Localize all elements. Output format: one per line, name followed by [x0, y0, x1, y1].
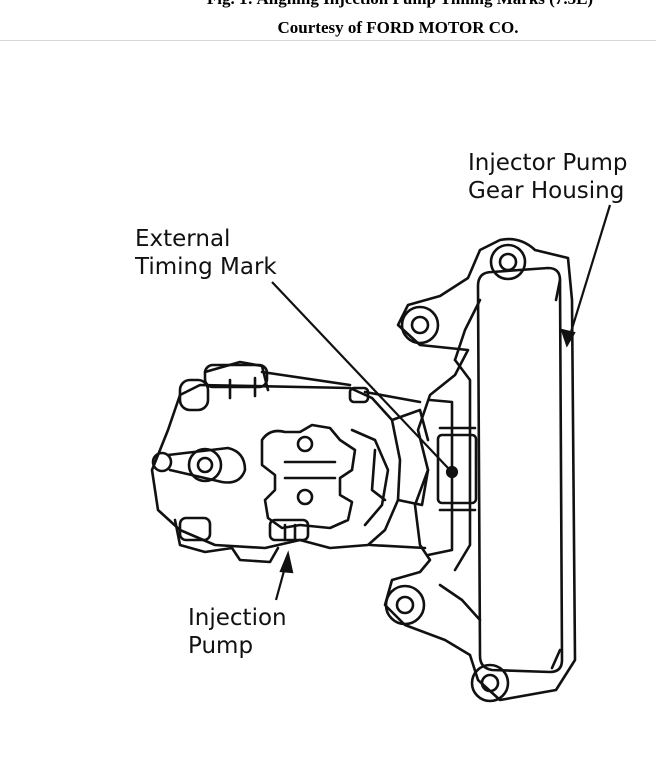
figure-courtesy: Courtesy of FORD MOTOR CO. — [277, 18, 519, 37]
injection-pump — [150, 360, 430, 564]
label-gear-housing-line1: Injector Pump — [468, 150, 627, 176]
pump-arrowhead — [279, 550, 294, 574]
caption-divider — [0, 40, 656, 41]
label-gear-housing-line2: Gear Housing — [468, 178, 624, 204]
gear-housing — [383, 237, 577, 703]
label-pump-line1: Injection — [188, 605, 287, 631]
timing-mark-dot — [445, 465, 459, 479]
figure-title: Fig. 1: Aligning Injection Pump Timing M… — [72, 0, 656, 9]
gear-housing-arrowhead — [560, 328, 576, 348]
timing-mark-leader — [271, 281, 449, 469]
gear-housing-leader — [565, 204, 612, 346]
label-pump-line2: Pump — [188, 633, 253, 659]
label-timing-mark-line2: Timing Mark — [134, 254, 277, 280]
label-timing-mark-line1: External — [135, 226, 230, 252]
